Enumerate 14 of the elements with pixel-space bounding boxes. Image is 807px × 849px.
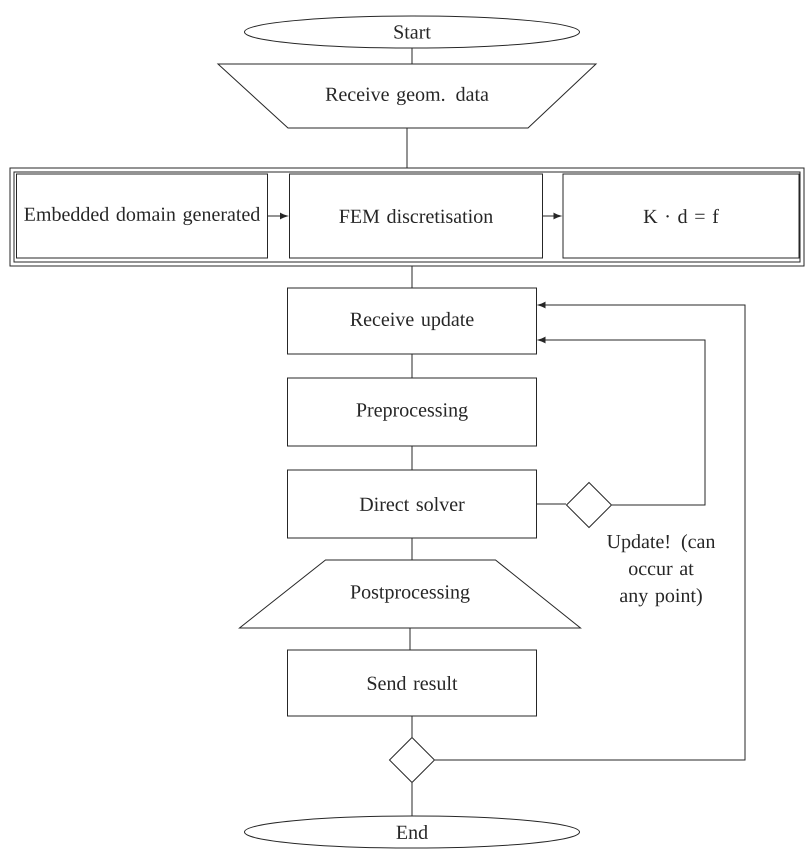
process-box: Embedded domain generated [16,174,268,258]
group-frame [10,168,804,266]
process-box: FEM discretisation [289,174,543,258]
connector [538,336,706,506]
process-box: K · d = f [562,174,800,258]
process-box: Send result [287,650,537,716]
process-box: Preprocessing [287,378,537,446]
connector [434,302,746,760]
note-text: Update! (can occur at any point) [607,534,716,606]
connector [406,128,408,168]
process-box: Receive update [287,288,537,354]
process-box: Direct solver [287,470,537,538]
connector [268,212,288,220]
connector [542,212,562,220]
